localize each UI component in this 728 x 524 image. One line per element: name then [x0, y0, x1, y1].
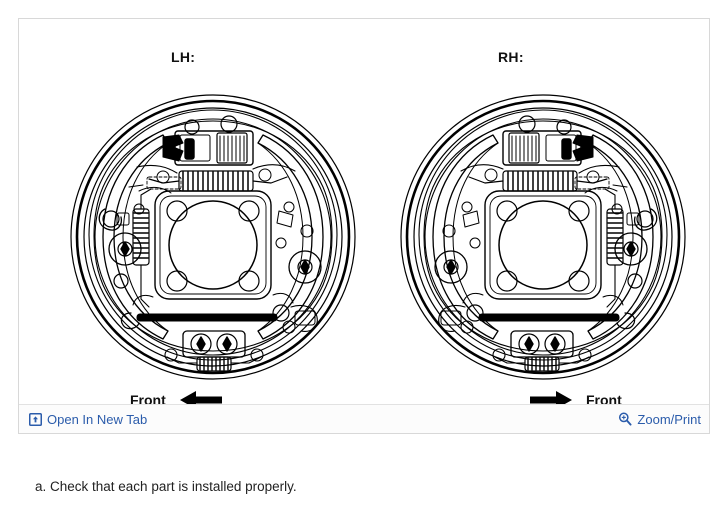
zoom-print-label: Zoom/Print: [637, 411, 701, 427]
figure-caption: a. Check that each part is installed pro…: [35, 479, 297, 494]
direction-marker-right: Front: [528, 390, 622, 405]
magnifier-plus-icon: [619, 412, 632, 426]
open-in-new-tab-link[interactable]: Open In New Tab: [29, 412, 147, 427]
figure-image-area: LH: RH:: [19, 19, 709, 405]
open-in-new-tab-label: Open In New Tab: [47, 411, 148, 427]
figure-panel: LH: RH:: [18, 18, 710, 434]
brake-diagram-left-hand: [67, 91, 359, 383]
open-in-new-tab-icon: [29, 412, 42, 426]
zoom-print-link[interactable]: Zoom/Print: [618, 412, 701, 427]
front-label-left: Front: [130, 392, 166, 405]
brake-assembly-drawing-lh: [70, 94, 356, 380]
brake-assembly-drawing-rh: [400, 94, 686, 380]
label-left-hand: LH:: [171, 49, 196, 65]
label-right-hand: RH:: [498, 49, 524, 65]
right-arrow-icon: [530, 391, 572, 405]
direction-marker-left: Front: [130, 390, 224, 405]
brake-diagram-right-hand: [397, 91, 689, 383]
figure-action-bar: Open In New Tab Zoom/Print: [19, 404, 709, 433]
front-label-right: Front: [586, 392, 622, 405]
left-arrow-icon: [179, 391, 222, 405]
